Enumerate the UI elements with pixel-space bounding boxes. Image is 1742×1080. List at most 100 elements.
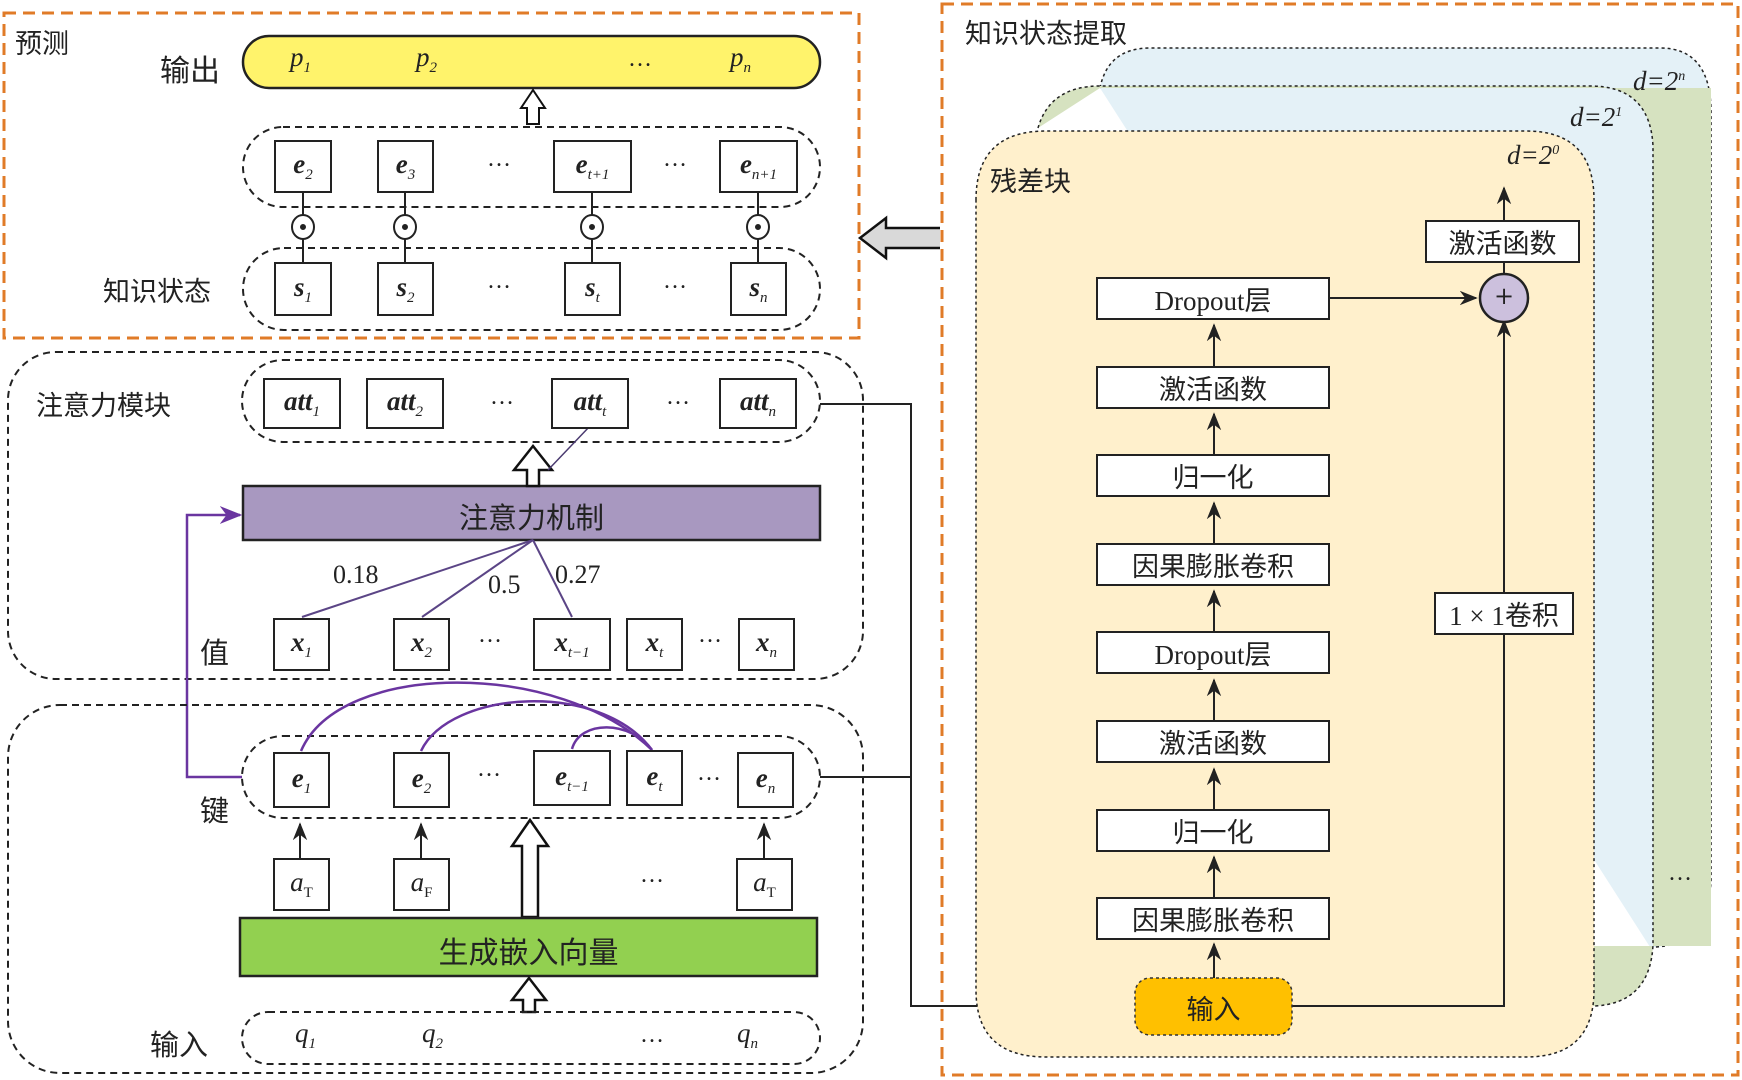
vec-sub: 2 [407,289,415,306]
output-p2: p2 [416,42,437,77]
residual-input-label: 输入 [1186,995,1241,1026]
output-pn: pn [730,42,751,77]
answer-base: a [410,867,425,897]
vec-base: x [645,627,660,657]
vec-sub: n [767,780,776,797]
vec-sub: t+1 [587,167,610,183]
value-x-box: xt [626,618,683,671]
answer-sub: F [424,885,433,901]
q-base: q [422,1018,436,1048]
pred-e-row-group [242,126,821,208]
output-base: p [730,42,744,72]
input-row-group [241,1011,821,1065]
value-x-box: x1 [273,618,330,671]
output-sub: 1 [303,60,312,76]
value-x-box: x2 [393,618,450,671]
vec-base: e [293,149,306,179]
vec-sub: 3 [407,167,416,183]
pred-s-box: s1 [274,262,332,316]
vec-sub: 2 [415,404,424,420]
answer-sub: T [303,885,313,901]
pred-s-box: s2 [377,262,434,316]
ellipsis: … [697,760,721,786]
key-e-box: en [737,752,794,808]
att-box: att1 [263,378,341,429]
layer-activation-1: 激活函数 [1096,720,1330,763]
vec-sub: t−1 [567,778,589,795]
vec-base: x [554,627,568,657]
input-label: 输入 [150,1028,209,1062]
input-q: q1 [295,1018,316,1053]
dilation-exp: 0 [1552,143,1560,158]
vec-base: att [386,386,416,416]
ellipsis: … [487,146,511,172]
vec-sub: n [769,645,778,661]
att-box: attn [719,378,797,429]
value-label: 值 [200,636,230,670]
output-base: p [416,42,430,72]
vec-base: e [395,149,408,179]
vec-sub: 1 [303,780,312,797]
vec-base: e [411,762,424,793]
generate-embedding-bar [238,916,819,978]
ellipsis: … [640,862,664,888]
vec-sub: n [768,404,777,420]
output-sub: n [743,60,752,76]
attention-weight: 0.5 [488,570,521,599]
extraction-to-prediction-arrow [857,215,940,261]
ellipsis: … [478,622,502,648]
vec-sub: 2 [305,167,313,183]
vec-sub: n+1 [751,167,778,183]
ellipsis: … [666,384,690,410]
vec-base: e [739,149,752,179]
input-q: q2 [422,1018,443,1053]
key-e-box: e1 [273,752,330,808]
ellipsis: … [490,384,514,410]
residual-input-box [1134,977,1293,1036]
dilation-exp: 1 [1615,105,1623,120]
dilation-label-0: d=20 [1507,140,1559,171]
vec-base: att [739,386,769,416]
ellipsis: … [640,1022,664,1048]
q-base: q [295,1018,309,1048]
vec-sub: t [659,645,664,661]
answer-box: aF [393,858,450,911]
prediction-panel-border [2,11,861,340]
vec-sub: t [602,404,607,420]
pred-e-box: e3 [377,140,434,193]
vec-sub: 2 [424,645,433,661]
hollow-up-arrow-keys [509,817,551,919]
vec-base: e [646,760,659,791]
skip-conv-1x1-box: 1 × 1卷积 [1434,592,1574,635]
vec-base: s [585,271,596,302]
output-label: 输出 [160,54,220,89]
vec-base: e [575,149,588,179]
vec-sub: 2 [423,780,432,797]
vec-base: e [555,760,568,791]
attention-module-border [7,351,864,680]
vec-base: s [396,271,407,302]
extraction-panel-border [940,2,1740,1077]
hollow-up-arrow-att [511,443,555,488]
layer-activation-2: 激活函数 [1096,366,1330,409]
vec-base: s [749,271,760,302]
pred-s-box: st [564,262,621,316]
output-pill [241,34,822,90]
q-sub: n [750,1036,759,1052]
key-e-box: et−1 [533,750,611,806]
generate-embedding-label: 生成嵌入向量 [438,936,619,971]
hollow-up-arrow-output [519,88,547,125]
output-base: p [290,42,304,72]
vec-base: x [411,627,425,657]
elementwise-connectors [291,192,770,262]
vec-sub: 1 [304,645,313,661]
q-base: q [737,1018,751,1048]
ellipsis: … [477,756,501,782]
input-q: qn [737,1018,758,1053]
vec-base: e [755,762,768,793]
key-dependency-arcs [299,681,654,752]
ellipsis: … [487,268,511,294]
key-label: 键 [200,794,230,828]
layer-causal-dilated-conv-1: 因果膨胀卷积 [1096,897,1330,940]
skip-connection-line [1290,319,1512,1007]
